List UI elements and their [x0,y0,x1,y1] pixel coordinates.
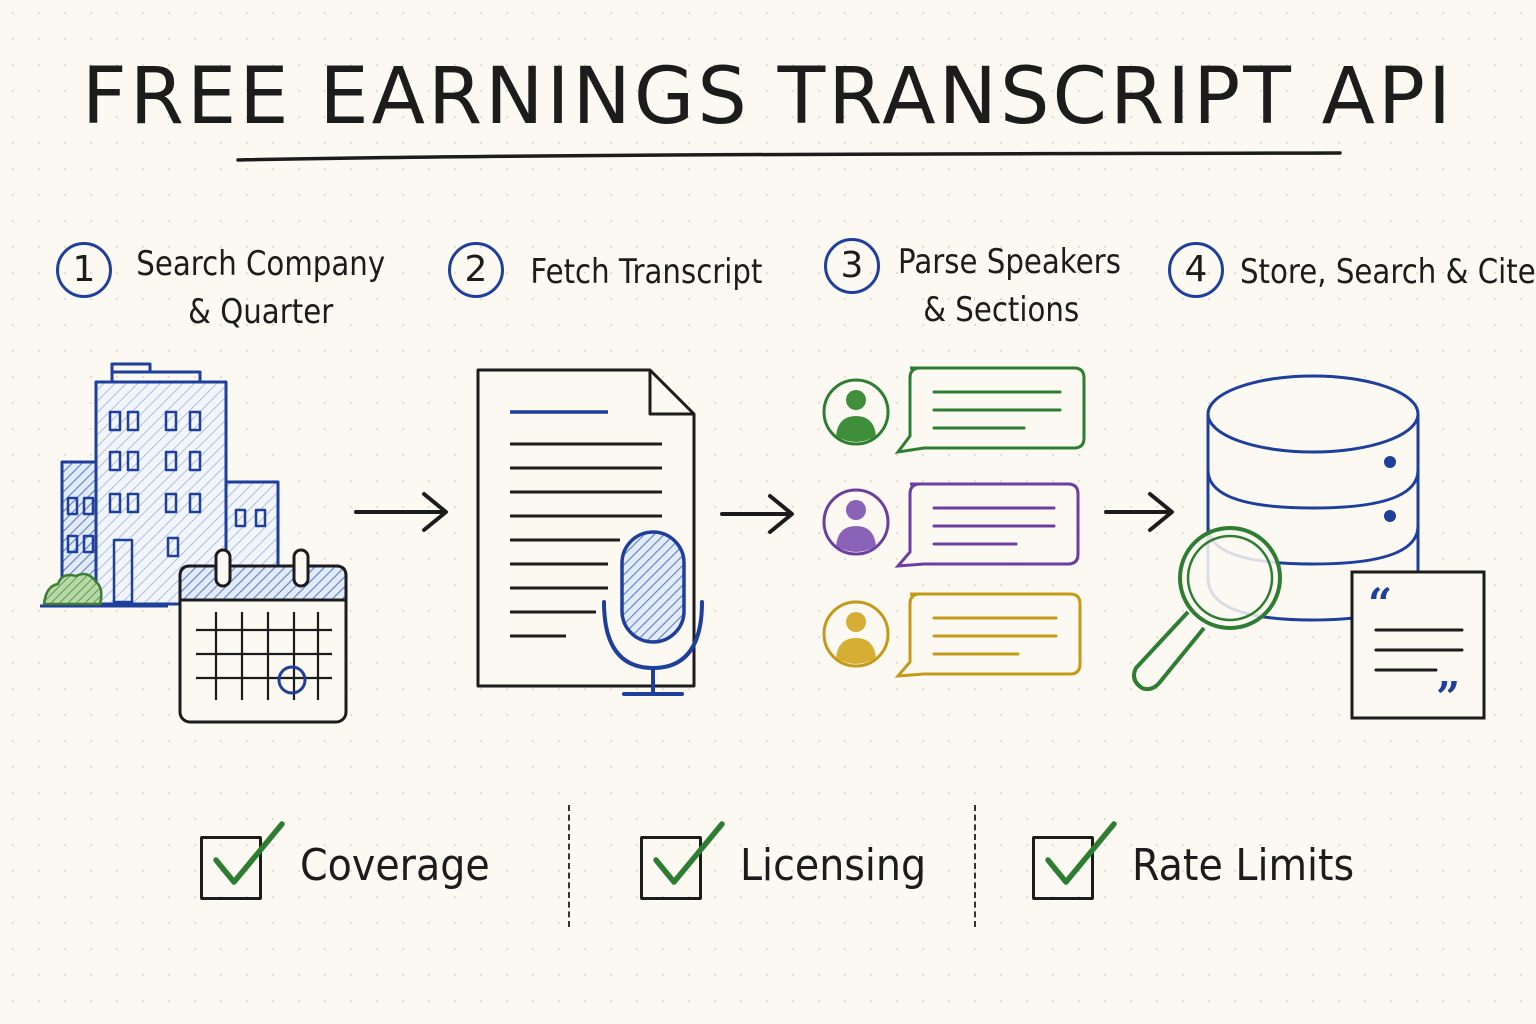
step-1-label-line2: & Quarter [188,292,334,332]
checkbox-icon [1032,836,1094,900]
speaker-avatar-icon [822,378,890,446]
svg-text:”: ” [1436,673,1460,722]
microphone-icon [602,530,704,696]
arrow-right-icon [720,494,794,534]
calendar-icon [178,548,348,724]
check-label: Licensing [740,840,927,891]
step-1-number: 1 [56,242,112,298]
speaker-row-purple [822,482,1080,568]
step-4-number: 4 [1168,242,1224,298]
checklist-divider [974,805,976,927]
step-2-label-line1: Fetch Transcript [530,252,763,292]
step-3-label-line1: Parse Speakers [898,242,1121,282]
checkmark-icon [1045,821,1117,885]
step-1-label-line1: Search Company [136,244,386,284]
arrow-right-icon [1104,492,1174,532]
checkbox-icon [640,836,702,900]
step-4-label-line1: Store, Search & Cite [1240,252,1536,292]
checkmark-icon [653,821,725,885]
step-3-number: 3 [824,238,880,294]
page-title: FREE EARNINGS TRANSCRIPT API [81,52,1455,142]
step-2-label: Fetch Transcript [526,248,767,296]
step-4-label: Store, Search & Cite [1240,248,1536,296]
speaker-row-green [822,366,1086,455]
check-label: Rate Limits [1132,840,1355,891]
arrow-right-icon [354,492,448,532]
step-1-label: Search Company & Quarter [136,240,385,336]
checklist-divider [568,805,570,927]
speaker-avatar-icon [822,600,890,668]
speaker-avatar-icon [822,488,890,556]
step-3-label-line2: & Sections [923,290,1080,330]
checkbox-icon [200,836,262,900]
speaker-row-gold [822,592,1082,678]
magnifier-icon [1132,526,1282,692]
step-3-label: Parse Speakers & Sections [898,238,1121,334]
quote-card-icon: “ ” [1350,570,1486,722]
step-2-number: 2 [448,242,504,298]
title-underline [236,151,1342,162]
bush-icon [42,572,103,606]
checkmark-icon [213,821,285,885]
check-label: Coverage [300,840,490,891]
svg-text:“: “ [1368,579,1392,628]
